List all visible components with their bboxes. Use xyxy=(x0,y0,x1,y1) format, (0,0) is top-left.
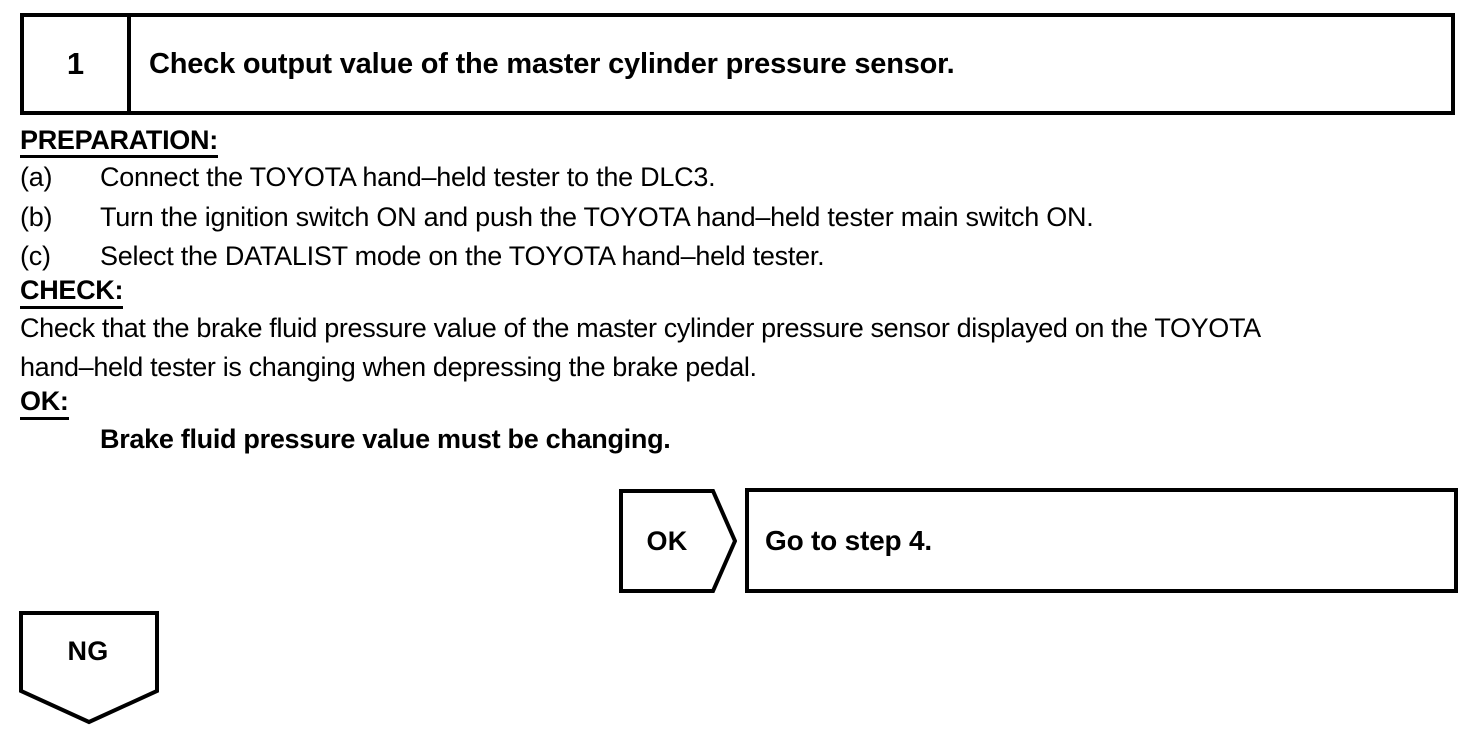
ng-branch-pentagon: NG xyxy=(19,611,161,725)
preparation-heading-row: PREPARATION: xyxy=(20,125,1460,159)
check-text-line-2: hand–held tester is changing when depres… xyxy=(20,351,757,382)
ok-branch-label: OK xyxy=(646,525,688,556)
preparation-item-a-text: Connect the TOYOTA hand–held tester to t… xyxy=(100,162,716,193)
step-header-box: 1 Check output value of the master cylin… xyxy=(20,13,1455,115)
ok-result-box: Go to step 4. xyxy=(745,488,1458,593)
check-heading-row: CHECK: xyxy=(20,276,1460,309)
ok-result-text: Go to step 4. xyxy=(765,524,932,556)
ok-arrow-shape xyxy=(619,489,737,593)
preparation-heading: PREPARATION: xyxy=(20,125,218,159)
check-heading: CHECK: xyxy=(20,276,124,309)
ok-criteria-value: Brake fluid pressure value must be chang… xyxy=(100,423,671,454)
step-number: 1 xyxy=(66,46,85,81)
ok-heading: OK: xyxy=(20,387,69,420)
preparation-item-c-text: Select the DATALIST mode on the TOYOTA h… xyxy=(100,240,825,271)
ok-branch-arrow: OK xyxy=(619,489,737,593)
procedure-body: PREPARATION: (a) Connect the TOYOTA hand… xyxy=(20,125,1460,459)
preparation-item-b: (b) Turn the ignition switch ON and push… xyxy=(20,198,1460,237)
check-text-line-1: Check that the brake fluid pressure valu… xyxy=(20,312,1261,343)
preparation-item-a: (a) Connect the TOYOTA hand–held tester … xyxy=(20,158,1460,197)
ok-heading-row: OK: xyxy=(20,387,1460,420)
step-number-cell: 1 xyxy=(24,17,131,111)
preparation-item-a-label: (a) xyxy=(20,162,53,193)
preparation-item-b-text: Turn the ignition switch ON and push the… xyxy=(100,201,1094,232)
step-title-cell: Check output value of the master cylinde… xyxy=(131,17,1451,111)
step-title: Check output value of the master cylinde… xyxy=(149,47,955,80)
preparation-item-b-label: (b) xyxy=(20,201,53,232)
preparation-item-c: (c) Select the DATALIST mode on the TOYO… xyxy=(20,237,1460,276)
ng-branch-label: NG xyxy=(67,635,109,666)
ng-pentagon-shape xyxy=(19,611,159,725)
preparation-item-c-label: (c) xyxy=(20,240,51,271)
